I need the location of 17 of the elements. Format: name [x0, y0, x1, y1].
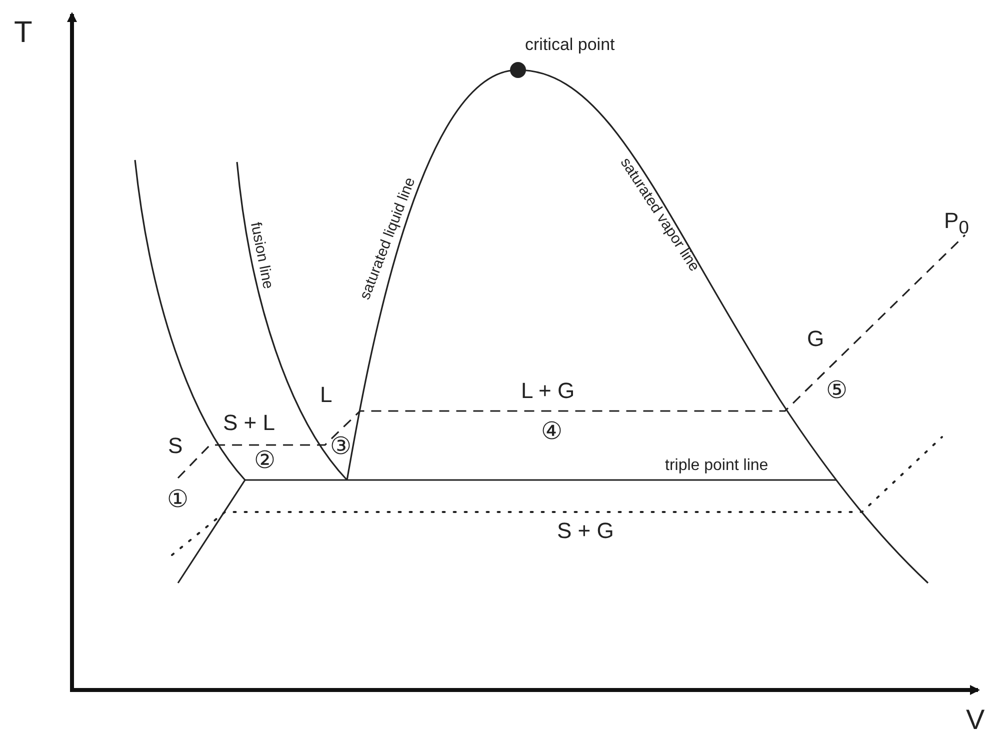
- state-number: ②: [254, 449, 276, 473]
- phase-label: G: [807, 328, 824, 350]
- curve-label: fusion line: [248, 220, 276, 290]
- phase-label: S + L: [223, 412, 275, 434]
- curve-label: triple point line: [665, 458, 768, 474]
- point-label: critical point: [525, 36, 615, 53]
- state-number: ④: [541, 420, 563, 444]
- state-number: ③: [330, 435, 352, 459]
- axis-label: V: [966, 706, 985, 734]
- pressure-label: P$_{0}$: [944, 210, 969, 237]
- axis-label: T: [14, 18, 32, 48]
- state-number: ①: [167, 488, 189, 512]
- phase-label: L: [320, 384, 332, 406]
- phase-label: S: [168, 435, 183, 457]
- phase-label: L + G: [521, 380, 575, 402]
- state-number: ⑤: [826, 379, 848, 403]
- phase-label: S + G: [557, 520, 614, 542]
